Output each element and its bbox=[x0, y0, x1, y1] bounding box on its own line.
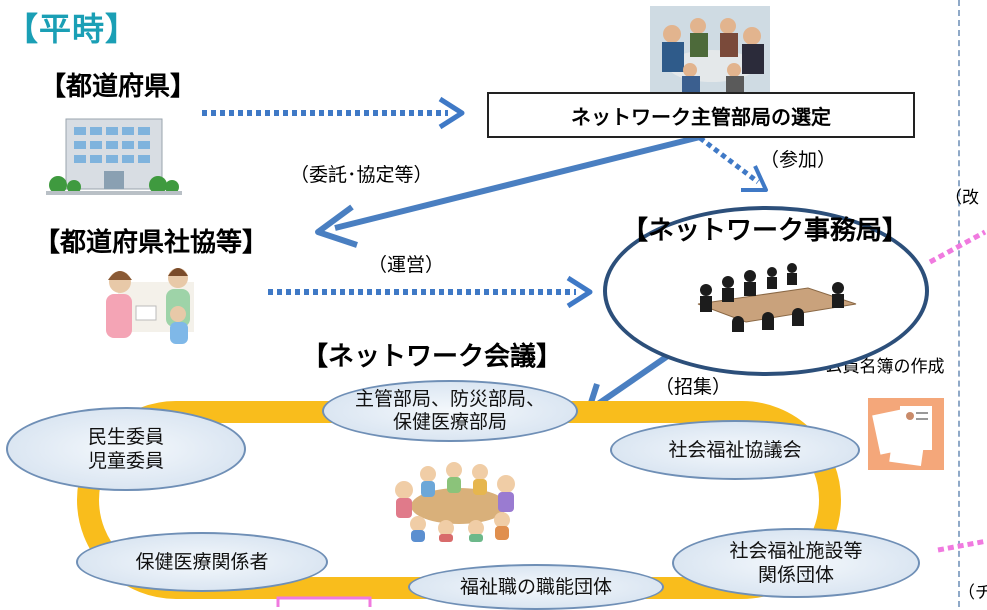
member-admin-ellipse: 主管部局、防災部局、 保健医療部局 bbox=[322, 380, 578, 442]
member-professional-ellipse: 福祉職の職能団体 bbox=[408, 564, 664, 610]
participate-label: （参加） bbox=[760, 149, 837, 171]
member-welfare-commissioner-ellipse: 民生委員 児童委員 bbox=[6, 407, 246, 491]
pink-dotted-line-top bbox=[928, 229, 987, 265]
network-secretariat-label: 【ネットワーク事務局】 bbox=[622, 216, 909, 246]
government-building-icon bbox=[46, 118, 182, 195]
pink-box bbox=[276, 596, 372, 607]
revise-label: （改 bbox=[945, 188, 979, 208]
conference-table-icon bbox=[697, 263, 857, 332]
network-conference-label: 【ネットワーク会議】 bbox=[302, 342, 563, 372]
roster-document-icon bbox=[868, 398, 944, 470]
page-title: 【平時】 bbox=[6, 10, 139, 48]
entrust-label: （委託･協定等） bbox=[290, 164, 433, 186]
section-divider bbox=[958, 0, 960, 607]
operate-label: （運営） bbox=[368, 254, 445, 276]
pink-dotted-line-bottom bbox=[937, 538, 987, 553]
selection-to-secretariat-arrowhead bbox=[741, 165, 768, 192]
prefecture-label: 【都道府県】 bbox=[40, 72, 197, 102]
network-secretariat-ellipse bbox=[603, 206, 929, 376]
meeting-photo-icon bbox=[650, 6, 770, 92]
selection-to-council-arrow bbox=[334, 134, 701, 231]
team-label-cut: （チ bbox=[958, 583, 987, 603]
network-dept-selection-box: ネットワーク主管部局の選定 bbox=[487, 92, 915, 138]
member-social-welfare-council-ellipse: 社会福祉協議会 bbox=[610, 420, 860, 480]
group-meeting-icon bbox=[395, 462, 515, 542]
selection-to-council-arrowhead bbox=[315, 204, 358, 248]
prefecture-to-selection-arrowhead bbox=[438, 96, 465, 130]
social-council-label: 【都道府県社協等】 bbox=[34, 228, 269, 258]
counseling-people-icon bbox=[106, 268, 194, 344]
selection-to-secretariat-arrow bbox=[698, 136, 760, 184]
convene-label: （招集） bbox=[655, 376, 732, 398]
member-health-medical-ellipse: 保健医療関係者 bbox=[76, 532, 328, 592]
council-to-secretariat-arrowhead bbox=[566, 275, 593, 309]
member-welfare-facility-ellipse: 社会福祉施設等 関係団体 bbox=[672, 528, 920, 598]
